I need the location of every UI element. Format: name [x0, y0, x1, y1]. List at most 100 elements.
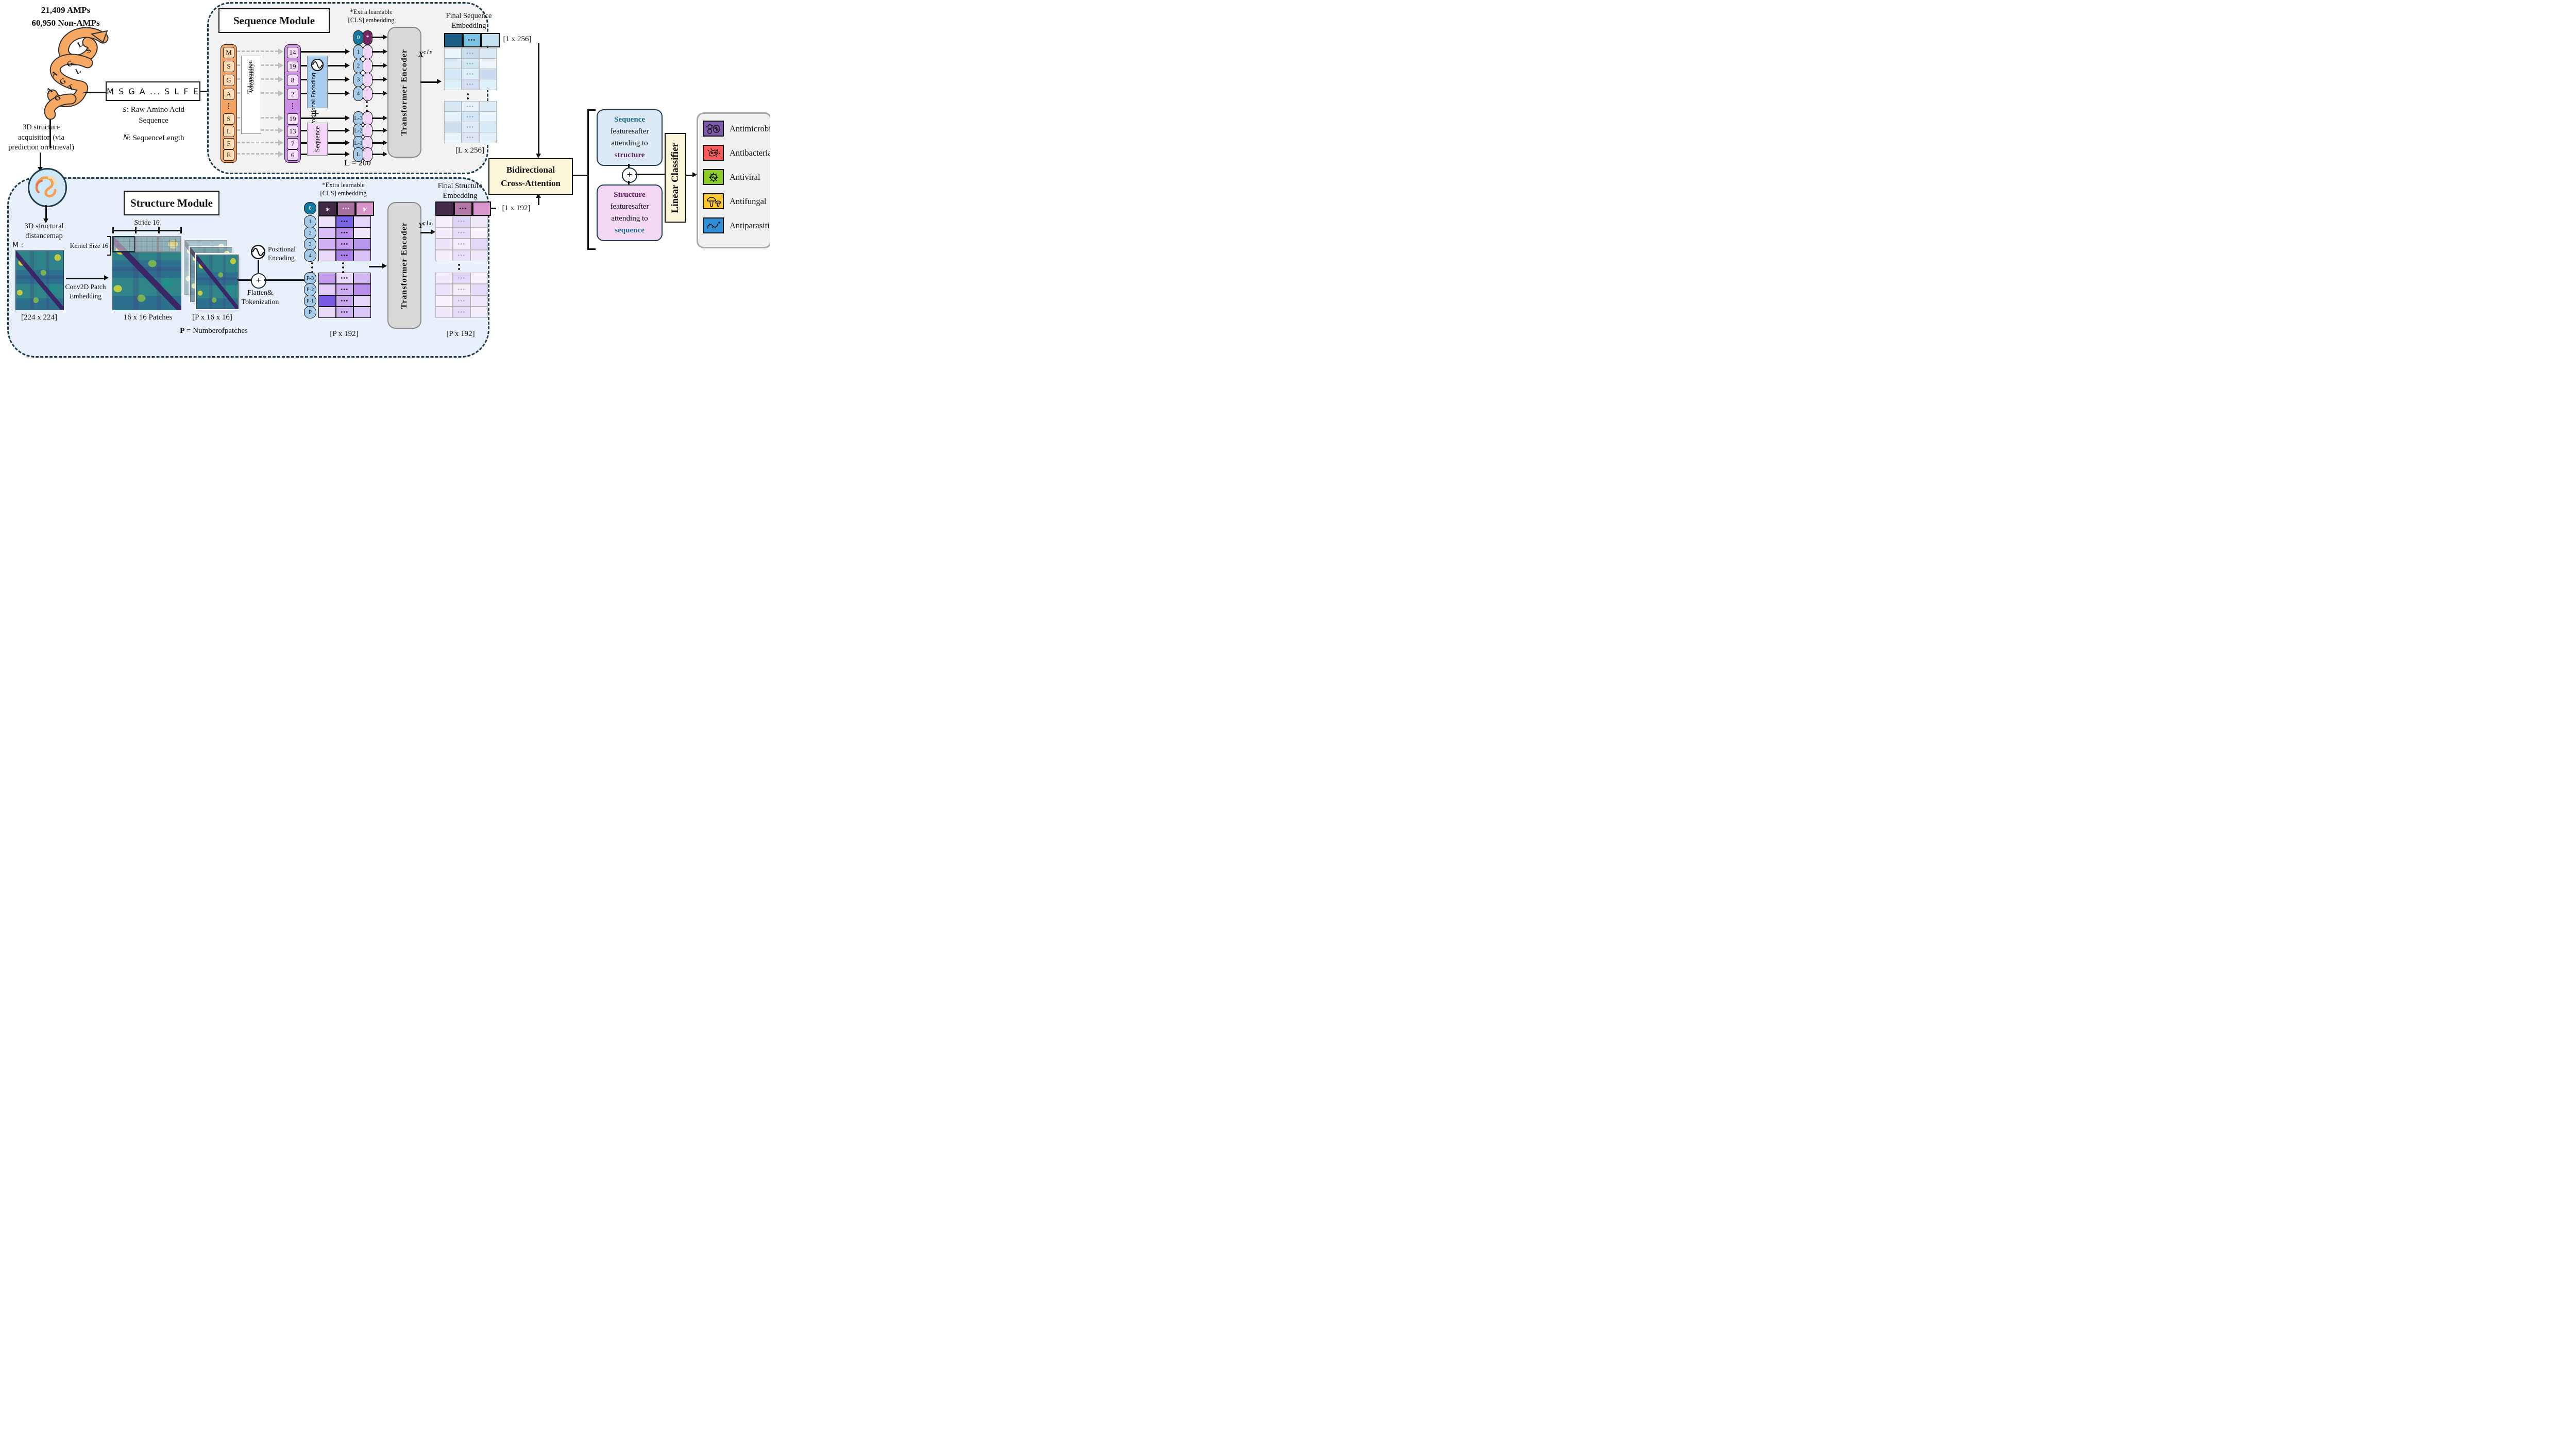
antibacterial-icon: [703, 145, 724, 161]
ruler-tick-3: [158, 227, 160, 233]
ycls-label: Yc l s: [418, 221, 432, 230]
patch-stack-front: [196, 255, 239, 309]
output-antiviral: Antiviral: [703, 169, 760, 185]
ruler-tick-1: [112, 227, 114, 233]
token-cell: L: [223, 126, 234, 137]
conv-arrow-line: [66, 278, 104, 279]
non-amps-count: 60,950 Non-AMPs: [31, 18, 100, 28]
token-cell: 19: [287, 61, 298, 72]
circle-down-line: [45, 205, 47, 218]
dim-Px192-left: [P x 192]: [330, 330, 359, 338]
tokenizer-box: Tokenization Vocabulary: [241, 56, 261, 134]
seq-feat-tail: structure: [614, 151, 645, 160]
structmat-to-transformer-line: [369, 266, 383, 267]
token-cell: 14: [287, 47, 298, 58]
seq-transformer-out-line: [420, 81, 437, 83]
output-antimicrobial: Antimicrobial: [703, 121, 770, 137]
seq-feat-head: Sequence: [614, 115, 645, 124]
struct-transformer-encoder: Transformer Encoder: [387, 202, 421, 329]
protein-structure-icon: [28, 168, 67, 207]
bracket-top-tick: [587, 109, 596, 111]
output-antiparasitic: Antiparasitic: [703, 217, 770, 233]
flatten-line-right: [264, 279, 312, 281]
token-cell: G: [223, 75, 234, 86]
column-ellipsis: ⋮: [289, 102, 296, 110]
ruler-tick-4: [180, 227, 182, 233]
seq-transformer-encoder: Transformer Encoder: [387, 27, 421, 158]
amps-count: 21,409 AMPs: [41, 5, 91, 15]
seq-cls-note: *Extra learnable [CLS] embedding: [348, 8, 395, 24]
sine-wave-icon: [311, 58, 324, 72]
antiparasitic-icon: [703, 217, 724, 233]
s-text: : Raw Amino Acid: [126, 106, 184, 114]
structfeat-to-plus-line: [628, 181, 630, 184]
fusion-plus-circle: +: [622, 167, 637, 183]
token-cell: 7: [287, 138, 298, 149]
patched-distance-map-image: [112, 236, 181, 310]
flatten-arrowhead: [312, 277, 316, 282]
token-cell: 6: [287, 149, 298, 161]
struct-feat-tail: sequence: [615, 226, 645, 235]
token-cell: A: [223, 89, 234, 100]
token-cell: 13: [287, 126, 298, 137]
token-cell: 2: [287, 89, 298, 100]
sequence-embedding-box: Sequence: [307, 123, 328, 156]
flatten-label: Flatten& Tokenization: [241, 289, 279, 307]
column-ellipsis: ⋮: [225, 102, 232, 110]
structmat-to-transformer-arrowhead: [382, 263, 387, 268]
s-text2: Sequence: [139, 116, 168, 125]
num-patches-note: P = Numberofpatches: [180, 327, 248, 335]
dim-Lx256: [L x 256]: [455, 146, 485, 155]
plus-to-classifier-line: [635, 174, 665, 175]
struct-transformer-out-arrowhead: [431, 229, 435, 234]
classifier-out-arrowhead: [692, 172, 697, 177]
seq-transformer-label: Transformer Encoder: [400, 48, 409, 136]
n-symbol: N: [123, 132, 129, 142]
conv-arrowhead: [104, 275, 109, 280]
antimicrobial-icon: [703, 121, 724, 137]
stride-ruler: [112, 230, 181, 231]
cross-attention-box: Bidirectional Cross-Attention: [488, 158, 573, 195]
n-text: : SequenceLength: [128, 134, 184, 142]
seq-plus-sign: +: [312, 107, 319, 121]
m-label: M :: [12, 241, 24, 249]
sequence-embedding-label: Sequence: [313, 126, 321, 152]
circle-down-arrowhead: [43, 218, 48, 223]
kernel-label: Kernel Size 16: [70, 242, 108, 249]
clsrow-to-dim-line: [494, 39, 500, 41]
sequence-string-box: M S G A ... S L F E: [106, 81, 200, 101]
struct-transformer-label: Transformer Encoder: [400, 222, 409, 309]
acquisition-down-line: [40, 153, 41, 167]
bracket-spine: [587, 109, 589, 249]
struct-to-attn-arrowhead: [536, 193, 541, 198]
token-cell: E: [223, 149, 234, 161]
dim-1x256: [1 x 256]: [503, 35, 532, 43]
seq-transformer-out-arrowhead: [437, 79, 442, 84]
final-sequence-title: Final Sequence Embedding: [446, 12, 492, 30]
structclsrow-to-dim-line: [485, 208, 496, 209]
helix-to-box-line: [83, 92, 106, 93]
dataset-counts: 21,409 AMPs 60,950 Non-AMPs: [10, 4, 121, 29]
dim-1x192: [1 x 192]: [502, 204, 531, 212]
xcls-label: Xc l s: [418, 49, 432, 59]
sequence-features-box: Sequence featuresafter attending to stru…: [597, 109, 663, 166]
helix-letter: L: [74, 66, 83, 76]
ruler-tick-2: [135, 227, 137, 233]
posenc-to-plus-line: [258, 260, 259, 273]
token-cell: F: [223, 138, 234, 149]
flatten-line-left: [238, 279, 251, 281]
kernel-bracket-bottom: [107, 255, 111, 256]
antiviral-icon: [703, 169, 724, 185]
token-cell: S: [223, 113, 234, 125]
struct-pos-enc-label: Positional Encoding: [268, 245, 296, 262]
seq-positional-encoding-box: Positional Encoding: [307, 56, 328, 125]
output-antibacterial: Antibacterial: [703, 145, 770, 161]
sequence-module-title: Sequence Module: [218, 8, 330, 33]
bracket-bottom-tick: [587, 248, 596, 250]
struct-sine-wave-icon: [251, 245, 265, 259]
s-symbol: s: [123, 105, 127, 114]
struct-cls-note: *Extra learnable [CLS] embedding: [320, 181, 367, 197]
